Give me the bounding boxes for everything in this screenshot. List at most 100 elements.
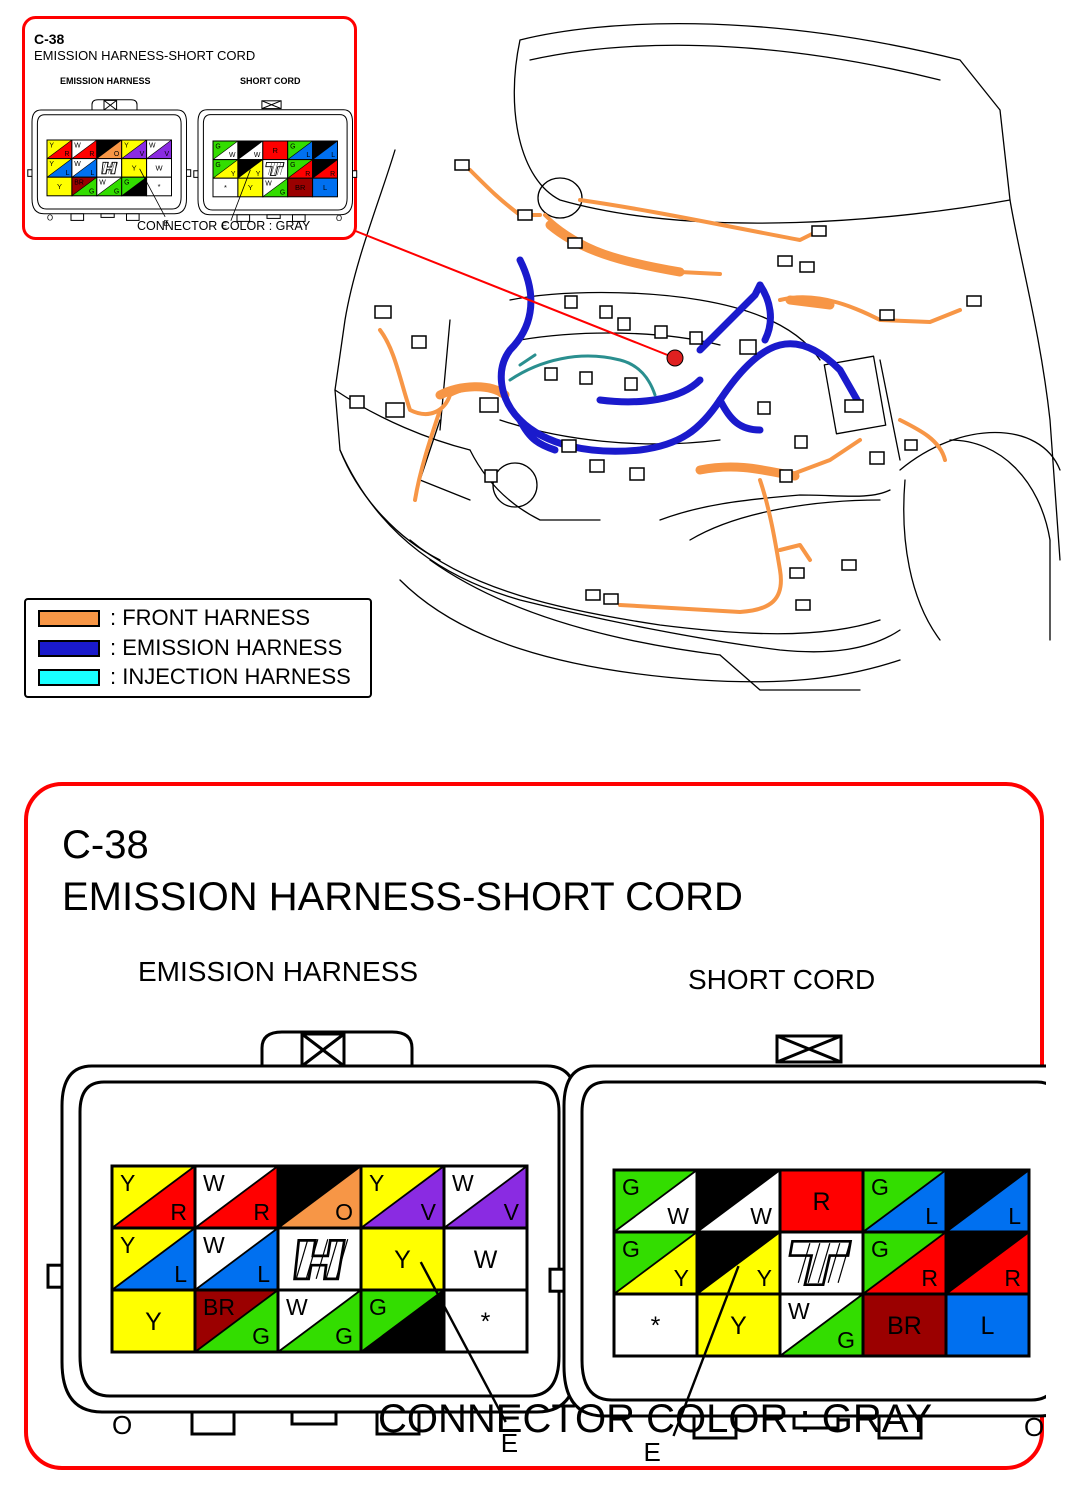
inset-emission-title: EMISSION HARNESS	[60, 76, 151, 86]
terminal-1-2: BW	[237, 140, 264, 161]
terminal-3-2: BR G	[193, 1288, 280, 1354]
wire-color-label: Y	[120, 1232, 135, 1258]
terminal-2-1: YL	[46, 158, 73, 178]
wire-stripe-label: V	[504, 1199, 520, 1225]
wire-color-label: *	[158, 182, 161, 191]
emission-harness-title: EMISSION HARNESS	[138, 956, 418, 987]
wire-color-label: B	[954, 1236, 969, 1262]
wire-stripe-label: R	[89, 151, 94, 158]
wire-stripe-label: R	[921, 1265, 938, 1291]
emission-harness-swatch	[38, 639, 100, 657]
terminal-1-1: GW	[612, 1168, 699, 1234]
wire-color-label: W	[265, 181, 272, 188]
wire-color-label: B	[705, 1174, 720, 1200]
inset-short-cord-title: SHORT CORD	[240, 76, 301, 86]
terminal-3-5: L	[312, 177, 338, 198]
wire-stripe-label: V	[421, 1199, 437, 1225]
wire-color-label: W	[203, 1232, 225, 1258]
terminal-2-2: WL	[71, 158, 98, 178]
wire-stripe-label: G	[114, 188, 119, 195]
wire-color-label: Y	[145, 1308, 162, 1336]
inset-connector-color: CONNECTOR COLOR : GRAY	[137, 219, 311, 233]
wire-color-label: *	[651, 1312, 661, 1340]
wire-stripe-label: R	[1004, 1265, 1021, 1291]
wire-color-label: B	[99, 143, 104, 150]
legend-label: : EMISSION HARNESS	[110, 635, 343, 660]
wire-stripe-label: G	[252, 1323, 270, 1349]
wire-color-label: G	[871, 1236, 889, 1262]
terminal-1-3: R	[778, 1168, 865, 1234]
terminal-3-4: BR	[861, 1292, 948, 1358]
wire-color-label: B	[705, 1236, 720, 1262]
wire-stripe-label: Y	[231, 171, 236, 178]
ground-label: E	[644, 1437, 661, 1467]
terminal-3-1: Y	[110, 1288, 197, 1354]
terminal-3-4: GB	[121, 176, 148, 197]
terminal-2-3	[96, 158, 123, 178]
wire-color-label: *	[481, 1308, 491, 1336]
terminal-1-1: YR	[110, 1164, 197, 1230]
harness-legend: : FRONT HARNESS : EMISSION HARNESS : INJ…	[24, 598, 372, 698]
wire-color-label: Y	[394, 1246, 411, 1274]
wire-color-label: W	[452, 1170, 474, 1196]
terminal-2-4: GR	[861, 1230, 948, 1296]
terminal-2-3	[276, 1226, 363, 1292]
legend-label: : INJECTION HARNESS	[110, 664, 351, 689]
open-end-label: O	[112, 1410, 132, 1440]
wire-color-label: B	[315, 162, 320, 169]
wire-stripe-label: L	[66, 170, 70, 177]
wire-color-label: W	[203, 1170, 225, 1196]
wire-stripe-label: L	[174, 1261, 187, 1287]
terminal-1-5: WV	[146, 139, 172, 160]
wire-color-label: W	[74, 143, 81, 150]
wire-stripe-label: R	[305, 171, 310, 178]
terminal-2-4: GR	[287, 159, 314, 179]
wire-color-label: R	[812, 1188, 830, 1216]
wire-stripe-label: W	[750, 1203, 772, 1229]
terminal-3-2: BRG	[71, 176, 98, 197]
terminal-1-2: WR	[193, 1164, 280, 1230]
wire-color-label: BR	[74, 180, 84, 187]
terminal-1-4: GL	[861, 1168, 948, 1234]
wire-color-label: W	[788, 1298, 810, 1324]
wire-color-label: G	[622, 1174, 640, 1200]
terminal-1-3: BO	[276, 1164, 363, 1230]
wire-stripe-label: L	[306, 152, 310, 159]
terminal-2-5: BR	[944, 1230, 1031, 1296]
wire-color-label: L	[323, 183, 327, 192]
wire-color-label: BR	[203, 1294, 235, 1320]
terminal-1-1: GW	[212, 140, 239, 161]
connector-id: C-38	[62, 823, 149, 867]
wire-stripe-label: R	[330, 171, 335, 178]
injection-harness-swatch	[38, 668, 100, 686]
terminal-2-5: W	[146, 158, 172, 178]
front-harness-swatch	[38, 609, 100, 627]
wire-color-label: L	[981, 1312, 995, 1340]
wire-color-label: G	[871, 1174, 889, 1200]
terminal-2-1: GY	[212, 159, 239, 179]
terminal-3-1: *	[612, 1292, 699, 1358]
wire-color-label: B	[286, 1170, 301, 1196]
wire-stripe-label: L	[91, 170, 95, 177]
terminal-1-2: WR	[71, 139, 98, 160]
terminal-2-3	[778, 1230, 865, 1296]
terminal-3-1: *	[212, 177, 239, 198]
wire-color-label: G	[369, 1294, 387, 1320]
inset-connector-id: C-38	[34, 31, 65, 47]
wire-color-label: B	[240, 144, 245, 151]
wire-stripe-label: L	[925, 1203, 938, 1229]
wire-stripe-label: V	[164, 151, 169, 158]
wire-color-label: Y	[120, 1170, 135, 1196]
terminal-3-3: WG	[778, 1292, 865, 1358]
wire-stripe-label: L	[1008, 1203, 1021, 1229]
short-cord-title: SHORT CORD	[688, 964, 875, 995]
key-marker-icon	[788, 1239, 853, 1287]
terminal-3-3: WG	[96, 176, 123, 197]
legend-front-harness: : FRONT HARNESS	[38, 605, 310, 630]
terminal-1-5: WV	[442, 1164, 529, 1230]
terminal-3-3: WG	[276, 1288, 363, 1354]
wire-color-label: B	[954, 1174, 969, 1200]
wire-color-label: Y	[57, 182, 62, 191]
open-end-label: O	[336, 214, 342, 223]
wire-color-label: Y	[124, 143, 129, 150]
